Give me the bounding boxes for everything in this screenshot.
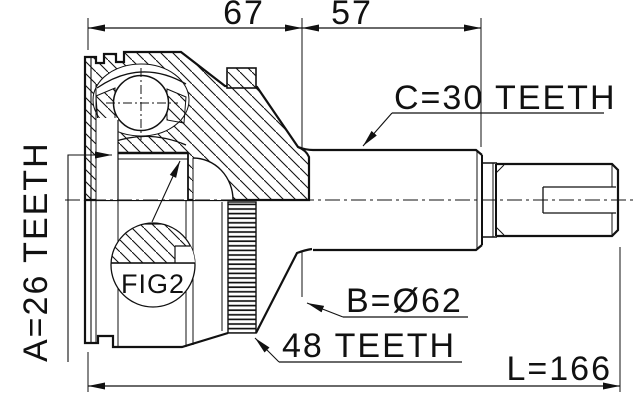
tone-ring-section (226, 67, 257, 89)
callout-a-teeth: A=26 TEETH (17, 141, 112, 362)
dim-67-text: 67 (223, 0, 265, 32)
callout-b-diameter: B=Ø62 (301, 252, 468, 320)
dimension-L166: L=166 (87, 247, 621, 392)
neck-groove (482, 162, 497, 238)
cavity-end-arc (192, 157, 234, 201)
dimension-57: 57 (302, 0, 482, 147)
callout-48-teeth: 48 TEETH (254, 327, 462, 365)
stub-shaft (297, 145, 620, 252)
c-teeth-text: C=30 TEETH (394, 79, 617, 117)
dimension-67: 67 (87, 0, 303, 148)
detail-groove-notch (175, 245, 195, 263)
fig2-leader-arrow (151, 160, 181, 223)
spline-shaft-top (297, 145, 483, 156)
dim-57-text: 57 (331, 0, 373, 32)
spline-shaft-bottom (313, 244, 483, 252)
outer-race-section (83, 50, 311, 202)
dim-L-text: L=166 (507, 350, 613, 388)
fig2-detail: FIG2 (110, 160, 196, 308)
a-teeth-leader (67, 151, 112, 362)
b-leader (306, 302, 344, 318)
bell-bottom-profile (83, 200, 229, 349)
ring-teeth-leader (254, 337, 280, 363)
bell-cone-edge (255, 247, 313, 334)
ring-teeth-text: 48 TEETH (282, 327, 456, 365)
outer-race-view (83, 58, 313, 349)
c-teeth-leader (362, 112, 393, 147)
a-teeth-text: A=26 TEETH (17, 141, 55, 362)
left-chamfer-marks (495, 164, 505, 236)
callout-c-teeth: C=30 TEETH (362, 79, 617, 147)
fig2-label: FIG2 (121, 269, 185, 299)
b-diameter-text: B=Ø62 (346, 282, 463, 320)
cavity-end (193, 158, 233, 200)
tone-ring-teeth-band (227, 201, 257, 334)
